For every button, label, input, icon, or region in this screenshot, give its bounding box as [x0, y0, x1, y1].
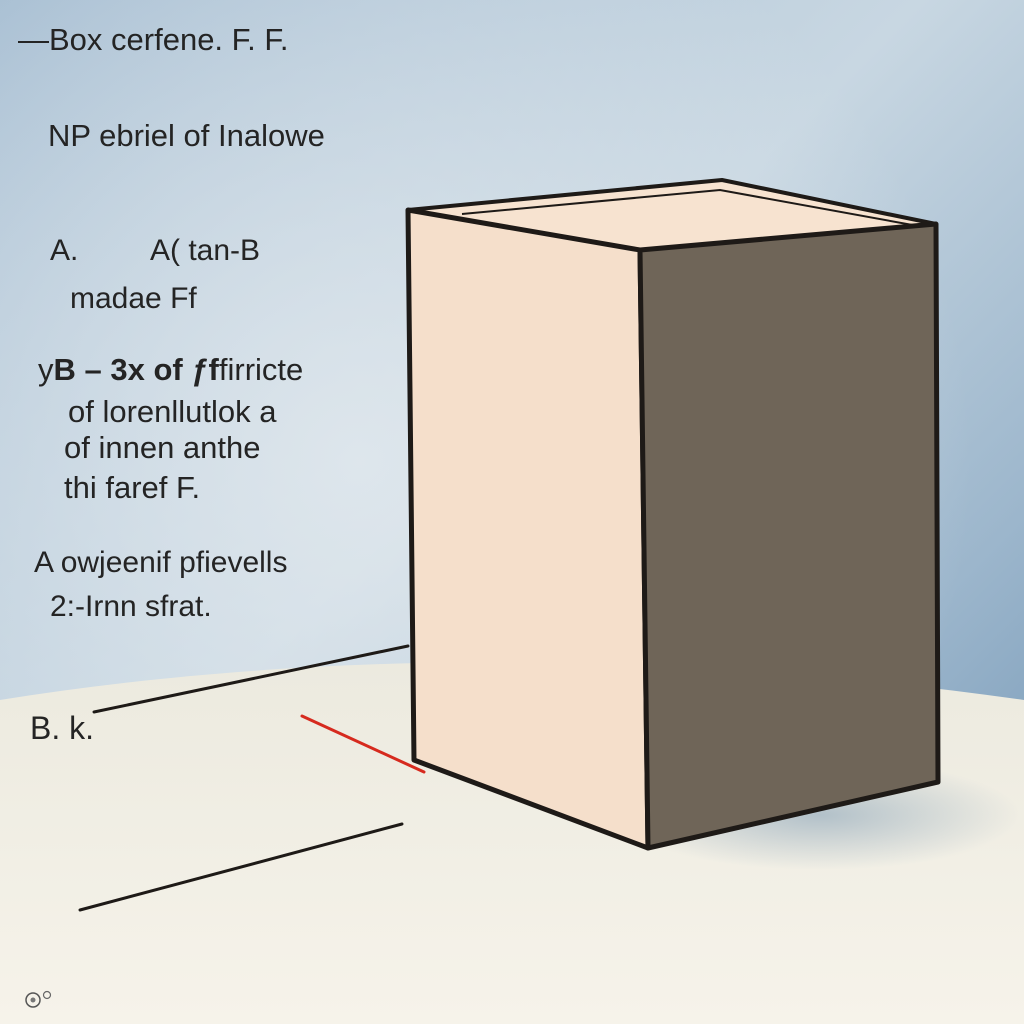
item-c-line2: 2:-Irnn sfrat.: [50, 590, 212, 623]
item-b-prefix: y: [38, 352, 54, 387]
item-b-line4: thi faref F.: [64, 470, 201, 505]
item-b-line3: of innen anthe: [64, 430, 261, 465]
box-side-face: [637, 221, 941, 851]
title-label: —Box cerfene. F. F.: [18, 22, 289, 57]
item-b-bold: B – 3x of ƒf: [53, 352, 219, 387]
item-c-line1: A owjeenif pfievells: [34, 546, 288, 579]
item-b-line2: of lorenllutlok a: [68, 394, 277, 429]
item-a-letter: A.: [50, 234, 79, 267]
red-line: [300, 714, 426, 774]
item-b-line1: yB – 3x of ƒffirricte: [38, 354, 303, 385]
floor-line-upper: [92, 644, 410, 714]
bottom-label: B. k.: [30, 710, 95, 746]
box-top-inner-edge: [461, 188, 919, 227]
item-a-line2: madae Ff: [70, 282, 197, 315]
box-front-face: [405, 207, 651, 851]
item-a-text: A( tan-B: [150, 234, 261, 267]
small-circle-mark-icon: [25, 990, 52, 1008]
floor-line-lower: [78, 822, 404, 912]
item-b-rest: firricte: [218, 352, 304, 387]
subtitle-label: NP ebriel of Inalowe: [48, 118, 325, 153]
